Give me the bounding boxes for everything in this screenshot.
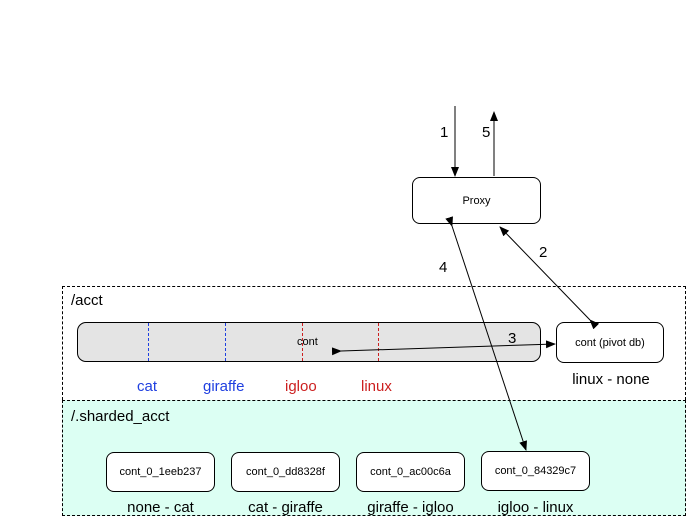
shard-label: cont_0_ac00c6a <box>370 466 451 478</box>
shard-node: cont_0_84329c7 <box>481 451 590 491</box>
acct-container-label: cont <box>297 336 318 348</box>
acct-region <box>62 286 686 400</box>
shard-key-marker-linux <box>378 323 379 361</box>
acct-region-label: /acct <box>71 292 103 309</box>
shard-key-label-giraffe: giraffe <box>203 378 245 395</box>
shard-key-marker-cat <box>148 323 149 361</box>
step-label: 1 <box>440 124 449 141</box>
shard-range: igloo - linux <box>497 499 574 516</box>
shard-label: cont_0_dd8328f <box>246 466 325 478</box>
shard-node: cont_0_dd8328f <box>231 452 340 492</box>
shard-node: cont_0_1eeb237 <box>106 452 215 492</box>
shard-range: none - cat <box>127 499 194 516</box>
shard-key-label-linux: linux <box>361 378 392 395</box>
shard-label: cont_0_1eeb237 <box>119 466 202 478</box>
step-label: 5 <box>482 124 491 141</box>
shard-node: cont_0_ac00c6a <box>356 452 465 492</box>
shard-range: cat - giraffe <box>248 499 323 516</box>
pivot-db-range: linux - none <box>572 371 650 388</box>
pivot-db-node: cont (pivot db) <box>556 322 664 363</box>
shard-key-label-cat: cat <box>137 378 158 395</box>
step-label: 3 <box>508 330 517 347</box>
shard-key-marker-igloo <box>302 323 303 361</box>
proxy-label: Proxy <box>462 194 491 207</box>
step-label: 4 <box>439 259 448 276</box>
pivot-db-label: cont (pivot db) <box>575 336 645 349</box>
shard-key-label-igloo: igloo <box>285 378 317 395</box>
shard-label: cont_0_84329c7 <box>494 465 577 477</box>
step-label: 2 <box>539 244 548 261</box>
shard-key-marker-giraffe <box>225 323 226 361</box>
sharded-acct-region-label: /.sharded_acct <box>71 408 170 425</box>
proxy-node: Proxy <box>412 177 541 224</box>
shard-range: giraffe - igloo <box>367 499 454 516</box>
